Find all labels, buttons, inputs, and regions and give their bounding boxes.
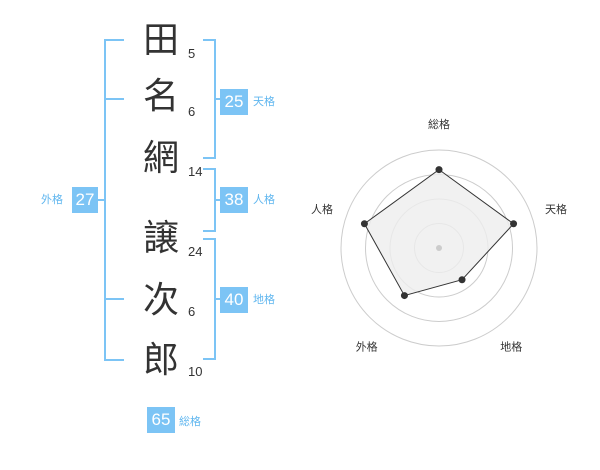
gaikaku-bracket-tick-bottom: [104, 298, 124, 300]
name-char-1: 田: [142, 20, 179, 61]
radar-axis-label-人格: 人格: [311, 202, 333, 216]
soukaku-value-badge: 65: [147, 407, 175, 433]
name-char-5: 次: [142, 280, 179, 321]
soukaku-label: 総格: [179, 415, 201, 428]
jinkaku-connector: [214, 199, 222, 201]
chikaku-connector: [214, 298, 222, 300]
stroke-count-6: 10: [188, 364, 203, 379]
radar-point-人格: [360, 220, 368, 228]
chikaku-label: 地格: [253, 293, 275, 306]
radar-series: [360, 166, 518, 300]
tenkaku-label: 天格: [253, 95, 275, 108]
gaikaku-bracket: [104, 39, 124, 361]
gaikaku-bracket-tick-top: [104, 98, 124, 100]
stroke-count-4: 24: [188, 244, 203, 259]
stroke-count-1: 5: [188, 46, 196, 61]
gaikaku-label: 外格: [41, 193, 63, 206]
stroke-count-5: 6: [188, 304, 196, 319]
radar-center-dot: [436, 245, 442, 251]
radar-grid-ring-4: [340, 149, 538, 347]
jinkaku-value-badge: 38: [220, 187, 248, 213]
tenkaku-value-badge: 25: [220, 89, 248, 115]
chikaku-value-badge: 40: [220, 287, 248, 313]
radar-axis-label-地格: 地格: [500, 340, 522, 354]
stroke-count-3: 14: [188, 164, 203, 179]
radar-point-地格: [458, 276, 466, 284]
gaikaku-connector: [97, 199, 105, 201]
tenkaku-connector: [214, 98, 222, 100]
radar-area: [363, 168, 515, 297]
stroke-count-2: 6: [188, 104, 196, 119]
name-char-6: 郎: [142, 340, 179, 381]
radar-point-天格: [510, 220, 518, 228]
radar-point-総格: [435, 166, 443, 174]
jinkaku-label: 人格: [253, 193, 275, 206]
name-char-4: 譲: [142, 218, 179, 259]
radar-axis-label-天格: 天格: [545, 202, 567, 216]
radar-point-外格: [400, 292, 408, 300]
name-char-3: 網: [142, 138, 179, 179]
radar-axis-label-外格: 外格: [356, 340, 378, 354]
gaikaku-value-badge: 27: [72, 187, 98, 213]
radar-axis-label-総格: 総格: [428, 117, 450, 131]
name-char-2: 名: [142, 76, 179, 117]
